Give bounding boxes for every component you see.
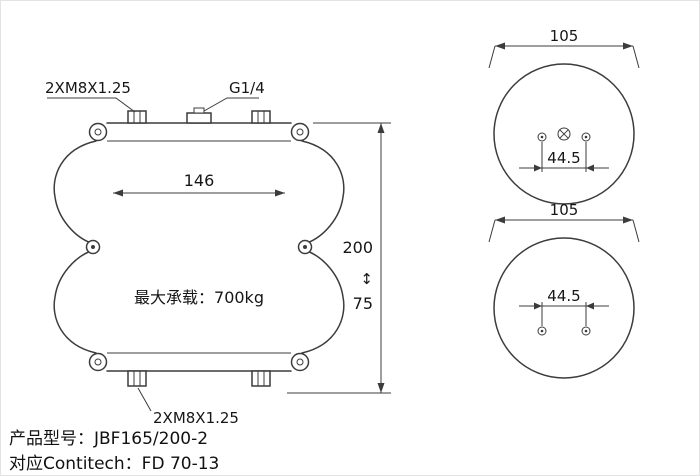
bottom-right-bead xyxy=(290,352,310,372)
top-view1-bolt-holes xyxy=(537,132,591,142)
side-view-drawing: 2XM8X1.25 G1/4 146 最大承载：700kg xyxy=(45,79,391,427)
top-bolt-dim-label: 2XM8X1.25 xyxy=(45,79,131,97)
top-view1-bolt-spacing-label: 44.5 xyxy=(547,149,580,167)
height-dimension xyxy=(287,122,391,394)
max-load-label: 最大承载：700kg xyxy=(134,288,264,307)
top-view2-plate-circle xyxy=(493,237,635,379)
top-view1-plate-circle xyxy=(493,63,635,205)
top-view-1: 105 44.5 xyxy=(488,27,640,205)
top-view1-bolt-spacing-dimension xyxy=(519,142,609,172)
height-max-label: 200 xyxy=(342,238,373,257)
bottom-left-bolt xyxy=(127,370,147,387)
bottom-left-bead xyxy=(88,352,108,372)
top-view1-diameter-dimension xyxy=(488,42,640,69)
height-min-label: 75 xyxy=(353,294,373,313)
fitting-leader xyxy=(203,97,259,112)
top-right-bolt xyxy=(251,110,271,124)
top-view2-bolt-holes xyxy=(537,326,591,336)
bottom-bolt-dim-label: 2XM8X1.25 xyxy=(153,409,239,427)
top-left-bolt xyxy=(127,110,147,124)
bellows-outline xyxy=(53,140,345,354)
top-view2-diameter-label: 105 xyxy=(550,201,579,219)
width-dimension xyxy=(113,189,285,197)
center-port-mark-icon xyxy=(557,127,571,141)
top-view-2: 105 44.5 xyxy=(488,201,640,379)
reference-model-text: 对应Contitech：FD 70-13 xyxy=(9,454,220,474)
top-bolt-leader xyxy=(47,97,136,113)
top-left-bead xyxy=(88,122,108,142)
air-fitting xyxy=(186,107,212,124)
bottom-plate xyxy=(88,352,310,387)
top-view1-diameter-label: 105 xyxy=(550,27,579,45)
product-info: 产品型号：JBF165/200-2 对应Contitech：FD 70-13 xyxy=(9,427,220,475)
bottom-right-bolt xyxy=(251,370,271,387)
height-range-arrow-icon: ↕ xyxy=(360,270,373,288)
bottom-bolt-leader xyxy=(137,387,152,412)
product-model-text: 产品型号：JBF165/200-2 xyxy=(9,429,209,449)
top-view2-diameter-dimension xyxy=(488,216,640,243)
top-right-bead xyxy=(290,122,310,142)
top-view2-bolt-spacing-dimension xyxy=(519,302,609,326)
fitting-dim-label: G1/4 xyxy=(229,79,265,97)
width-dim-label: 146 xyxy=(184,171,215,190)
top-plate xyxy=(88,107,310,142)
top-view2-bolt-spacing-label: 44.5 xyxy=(547,287,580,305)
